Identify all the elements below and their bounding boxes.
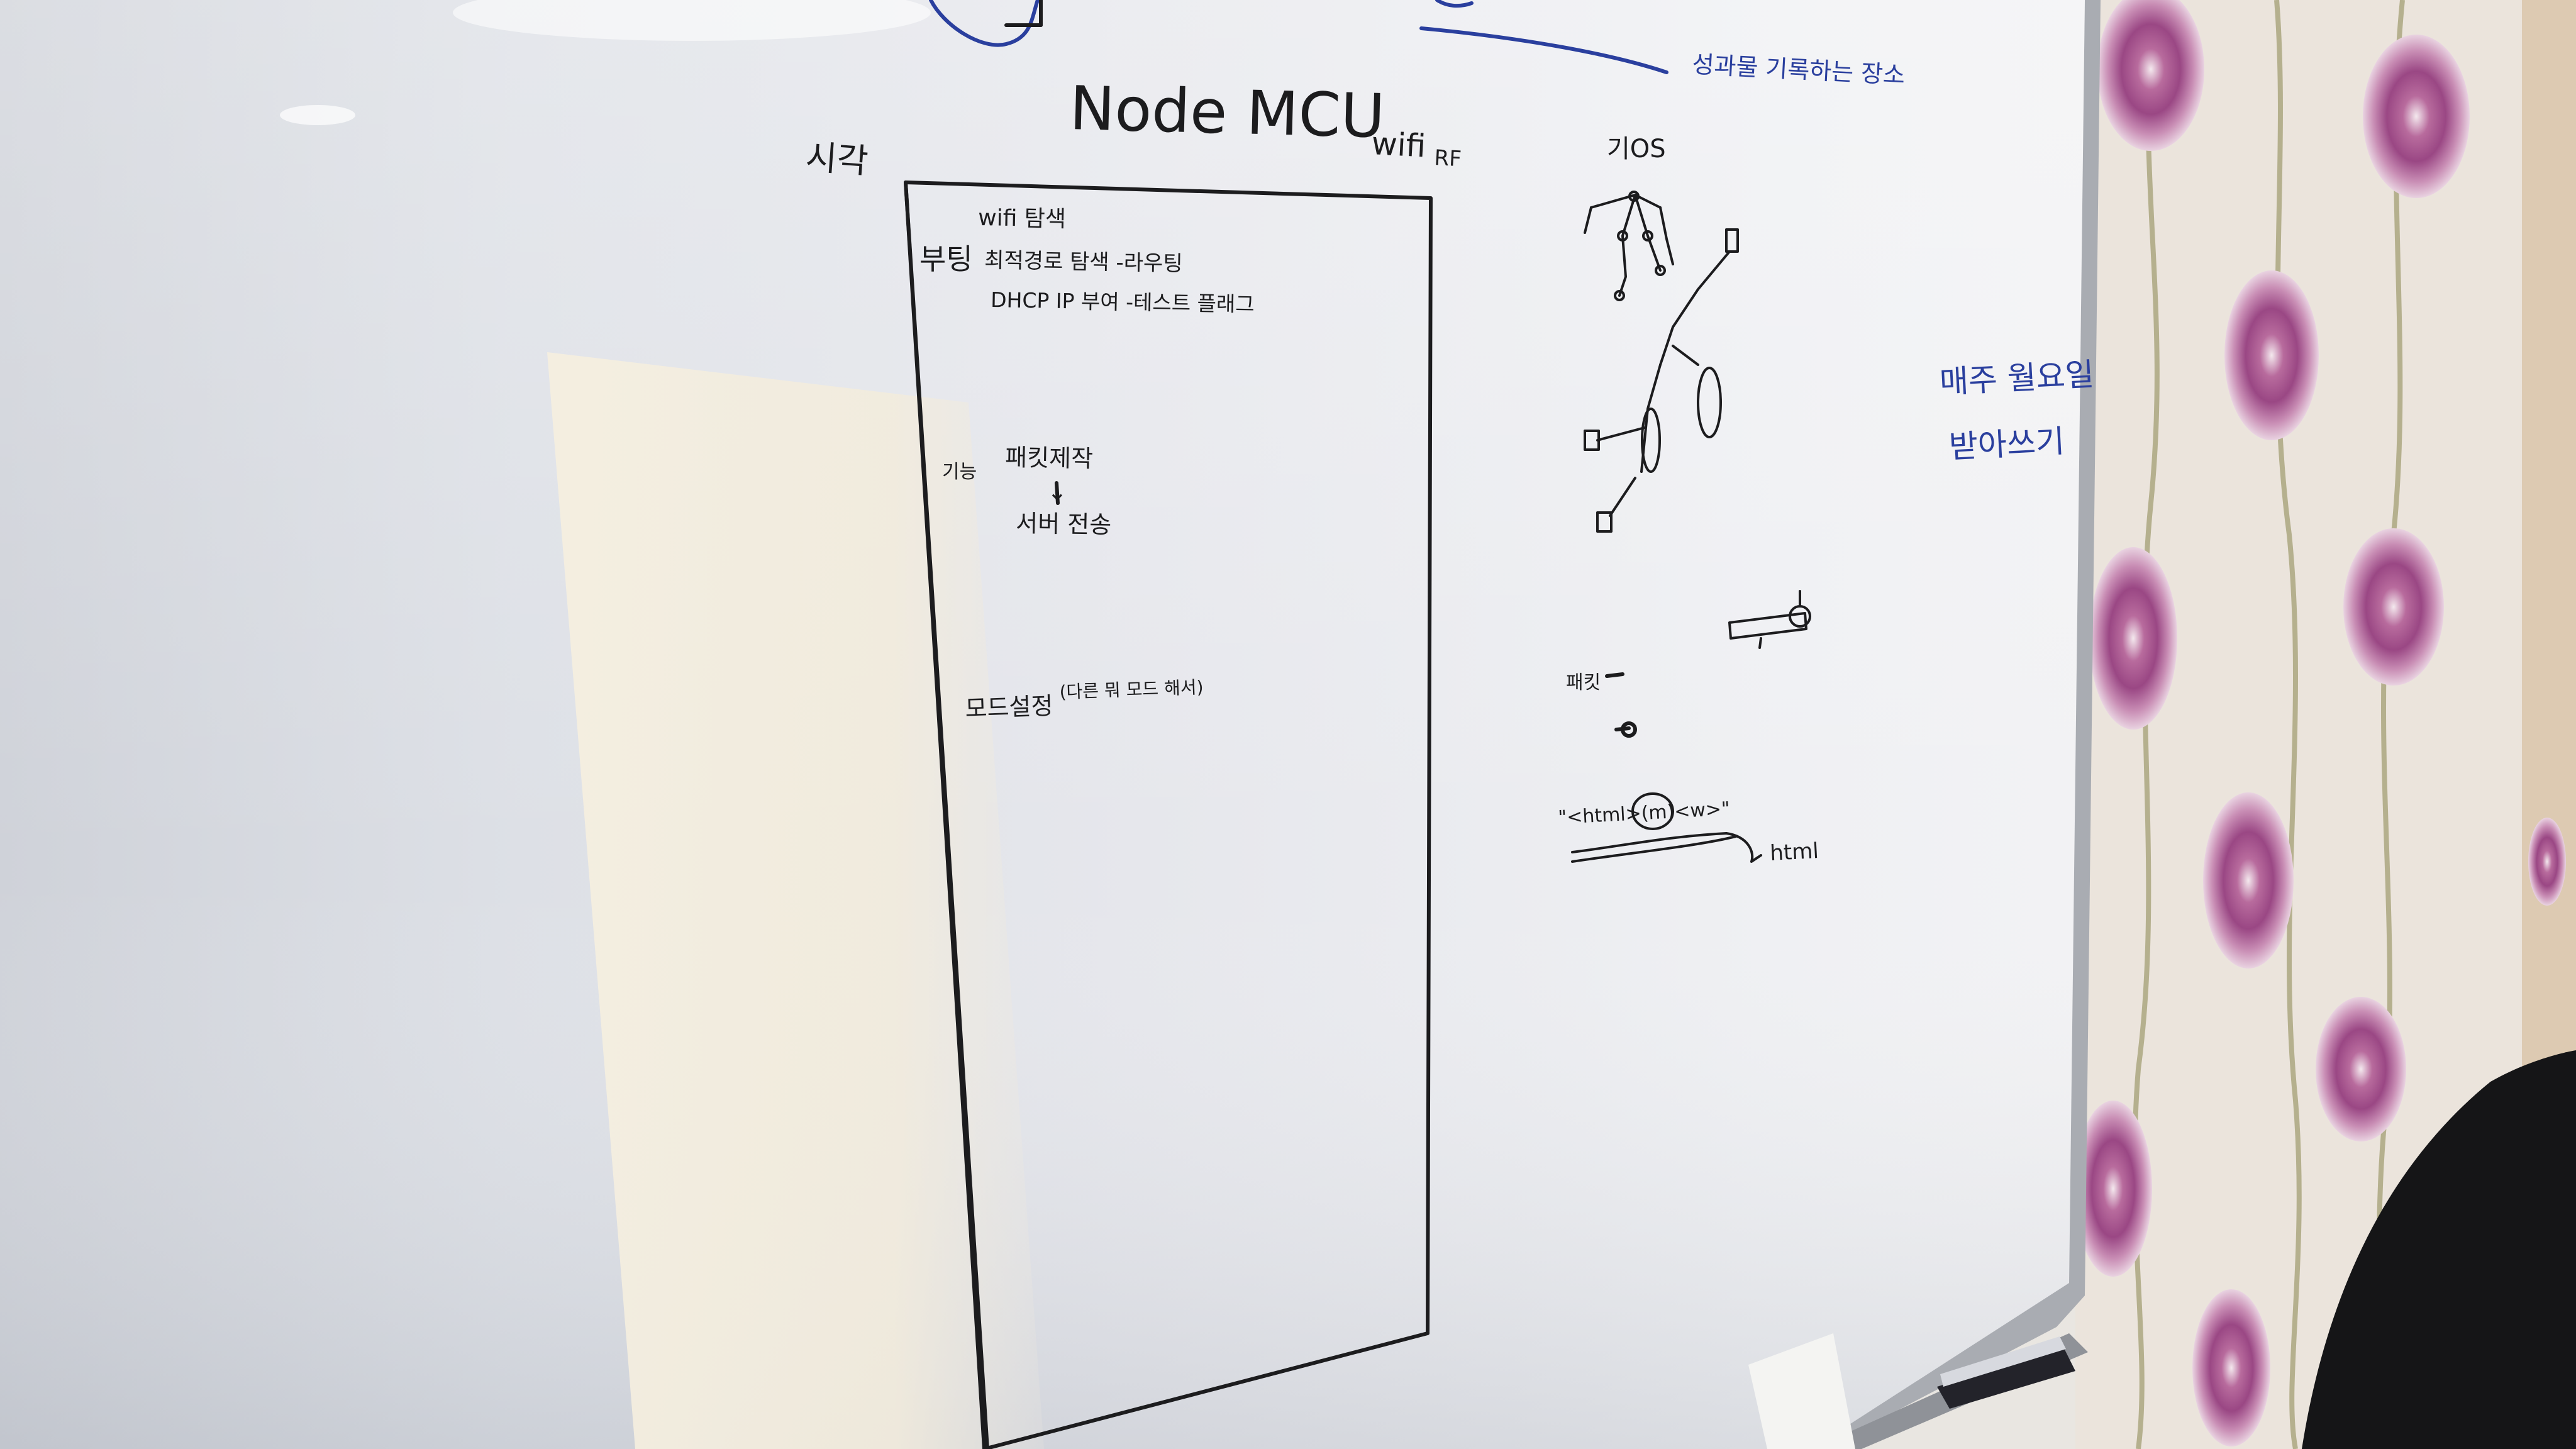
function-line-3: 서버 전송 bbox=[1016, 509, 1112, 539]
mode-line: 모드설정 bbox=[965, 692, 1053, 723]
boot-line-3: DHCP IP 부여 -테스트 플래그 bbox=[991, 287, 1255, 316]
left-label: 시각 bbox=[804, 137, 870, 181]
router-sketch bbox=[1728, 590, 1811, 649]
blue-note-side-2: 받아쓰기 bbox=[1948, 423, 2066, 465]
rf-label: RF bbox=[1434, 145, 1462, 172]
html-arrow bbox=[1571, 792, 1762, 863]
html-arrow-label: html bbox=[1769, 838, 1819, 866]
paper-note bbox=[1748, 1333, 1855, 1449]
sunlight-reflection bbox=[547, 352, 1044, 1449]
blue-underline bbox=[1419, 26, 1668, 74]
wallpaper-flowers bbox=[2074, 0, 2566, 1446]
packet-label: 패킷 bbox=[1566, 672, 1601, 694]
board-title: Node MCU bbox=[1069, 73, 1385, 152]
network-diagram-sketch bbox=[1584, 191, 1739, 533]
function-label: 기능 bbox=[942, 461, 977, 483]
blue-note-side-1: 매주 월요일 bbox=[1939, 356, 2096, 401]
boot-line-1: wifi 탐색 bbox=[978, 205, 1067, 232]
dark-object bbox=[2302, 1050, 2576, 1449]
mode-note: (다른 뭐 모드 해서) bbox=[1059, 677, 1204, 702]
boot-line-2: 최적경로 탐색 -라우팅 bbox=[984, 248, 1183, 276]
wifi-label: wifi bbox=[1370, 125, 1426, 164]
eraser-icon bbox=[1937, 1336, 2075, 1409]
function-line-1: 패킷제작 bbox=[1005, 443, 1094, 472]
drawn-rectangle bbox=[904, 180, 1433, 1449]
function-arrow: ↓ bbox=[1047, 478, 1067, 506]
boot-label: 부팅 bbox=[919, 242, 973, 276]
diagram-top-label: 기OS bbox=[1607, 135, 1666, 164]
blue-top-sketch bbox=[929, 0, 1040, 47]
